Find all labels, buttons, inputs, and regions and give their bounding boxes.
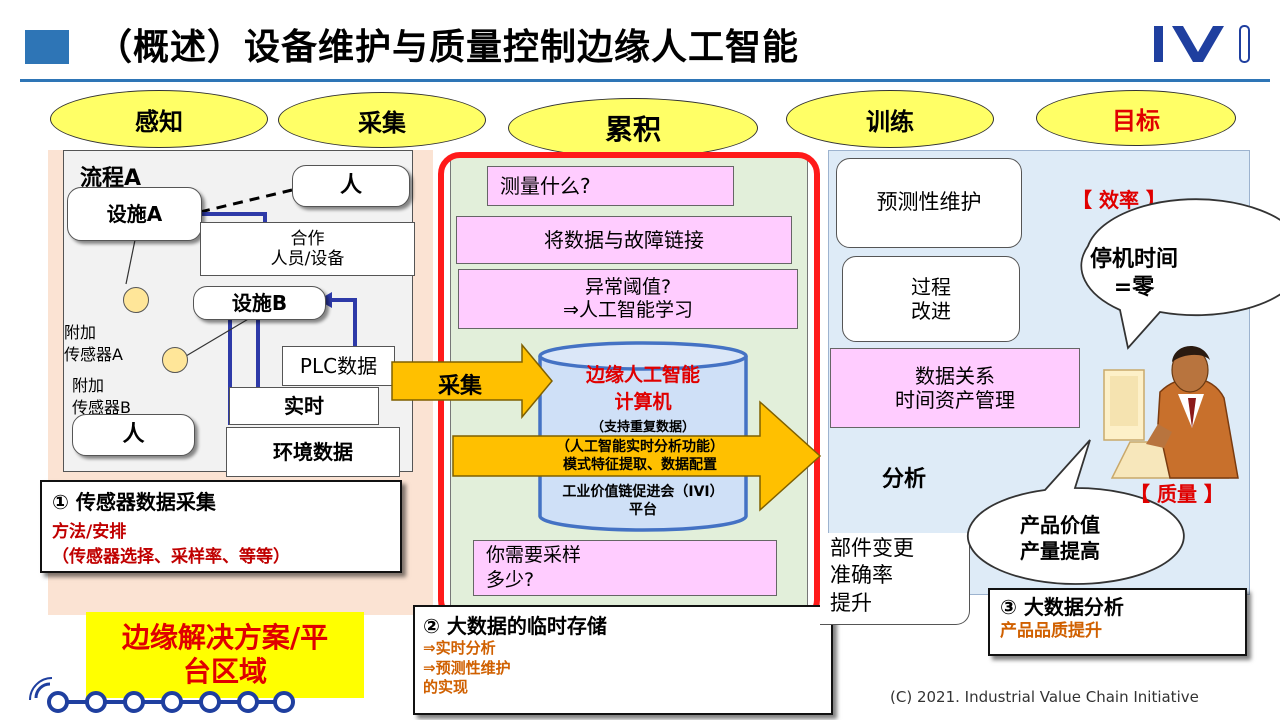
edge-platform-box: 边缘解决方案/平 台区域 bbox=[86, 612, 364, 698]
parts-line2: 准确率 bbox=[830, 563, 893, 588]
cooperation-line1: 合作 bbox=[290, 228, 325, 249]
edge-platform-line2: 台区域 bbox=[182, 655, 267, 688]
product-line1: 产品价值 bbox=[1020, 513, 1100, 537]
sensor-collection-line2: （传感器选择、采样率、等等） bbox=[52, 547, 290, 567]
stage-sense: 感知 bbox=[50, 90, 268, 148]
sensor-a-dot bbox=[123, 287, 149, 313]
temp-storage-line1: ⇒实时分析 bbox=[423, 639, 496, 657]
downtime-line1: 停机时间 bbox=[1089, 247, 1178, 272]
data-relation-box: 数据关系 时间资产管理 bbox=[830, 348, 1080, 428]
page-title: （概述）设备维护与质量控制边缘人工智能 bbox=[96, 27, 800, 68]
analysis-arrow-label: 分析 bbox=[882, 467, 927, 492]
stage-collect: 采集 bbox=[278, 92, 486, 148]
sample-line2: 多少? bbox=[486, 568, 535, 591]
product-value-text: 产品价值 产量提高 bbox=[1000, 512, 1120, 564]
data-relation-line1: 数据关系 bbox=[915, 364, 995, 388]
threshold-box: 异常阈值? ⇒人工智能学习 bbox=[458, 269, 798, 329]
sample-line1: 你需要采样 bbox=[486, 544, 582, 566]
person-bottom-box: 人 bbox=[72, 414, 195, 456]
sensor-collection-line1: 方法/安排 bbox=[52, 522, 127, 542]
collect-arrow bbox=[391, 342, 553, 420]
temp-storage-line3: 的实现 bbox=[423, 678, 469, 696]
big-data-analysis-box: ③ 大数据分析 产品品质提升 bbox=[988, 588, 1247, 656]
big-data-analysis-title: ③ 大数据分析 bbox=[1000, 595, 1124, 619]
downtime-line2: =零 bbox=[1113, 274, 1155, 300]
process-a-label: 流程A bbox=[80, 166, 142, 191]
temp-storage-title: ② 大数据的临时存储 bbox=[423, 614, 607, 638]
collect-arrow-label: 采集 bbox=[438, 374, 483, 399]
parts-line3: 提升 bbox=[830, 590, 872, 615]
stage-train: 训练 bbox=[786, 90, 994, 148]
downtime-text: 停机时间 =零 bbox=[1060, 246, 1208, 301]
analysis-feature-line1: （人工智能实时分析功能） bbox=[556, 439, 724, 455]
sensor-collection-title: ① 传感器数据采集 bbox=[52, 490, 216, 514]
measure-question-box: 测量什么? bbox=[487, 166, 734, 206]
link-data-box: 将数据与故障链接 bbox=[456, 216, 792, 264]
cooperation-box: 合作 人员/设备 bbox=[200, 222, 415, 276]
sensor-a-line2: 传感器A bbox=[64, 344, 123, 364]
process-improvement-line1: 过程 bbox=[911, 275, 951, 299]
process-improvement-line2: 改进 bbox=[911, 299, 951, 323]
sensor-a-line1: 附加 bbox=[64, 323, 97, 342]
big-analysis-arrow bbox=[452, 400, 822, 512]
person-top-box: 人 bbox=[292, 165, 410, 207]
sensor-collection-box: ① 传感器数据采集 方法/安排 （传感器选择、采样率、等等） bbox=[40, 480, 402, 573]
computer-line1: 边缘人工智能 bbox=[585, 364, 700, 386]
process-improvement-box: 过程 改进 bbox=[842, 256, 1020, 342]
product-bubble bbox=[966, 439, 1185, 585]
copyright-text: (C) 2021. Industrial Value Chain Initiat… bbox=[890, 688, 1199, 706]
temp-storage-line2: ⇒预测性维护 bbox=[423, 658, 511, 677]
computer-label: 边缘人工智能 计算机 （支持重复数据） bbox=[545, 360, 741, 435]
realtime-box: 实时 bbox=[229, 387, 379, 425]
computer-note: （支持重复数据） bbox=[590, 420, 695, 435]
header-divider bbox=[20, 79, 1270, 82]
sensor-b-line2: 传感器B bbox=[72, 397, 131, 417]
sensor-b-dot bbox=[162, 347, 188, 373]
parts-change-box: 部件变更 准确率 提升 bbox=[820, 533, 970, 625]
computer-line2: 计算机 bbox=[614, 391, 672, 413]
chain-decoration bbox=[28, 676, 298, 716]
sensor-b-label: 附加 传感器B bbox=[72, 375, 131, 418]
facility-b-box: 设施B bbox=[193, 286, 326, 320]
worker-figure-icon bbox=[1103, 345, 1239, 479]
predictive-maintenance-box: 预测性维护 bbox=[836, 158, 1022, 248]
quality-label: 【 质量 】 bbox=[1130, 482, 1224, 506]
analysis-feature-label: （人工智能实时分析功能） 模式特征提取、数据配置 bbox=[500, 438, 780, 474]
threshold-line2: ⇒人工智能学习 bbox=[563, 299, 693, 321]
threshold-line1: 异常阈值? bbox=[584, 276, 672, 299]
product-line2: 产量提高 bbox=[1020, 539, 1100, 563]
cooperation-line2: 人员/设备 bbox=[270, 249, 345, 269]
sample-question-box: 你需要采样 多少? bbox=[473, 540, 777, 596]
stage-goal: 目标 bbox=[1036, 90, 1236, 146]
title-square bbox=[25, 30, 69, 64]
downtime-bubble bbox=[1080, 198, 1280, 350]
parts-line1: 部件变更 bbox=[830, 536, 914, 560]
facility-a-box: 设施A bbox=[67, 187, 202, 241]
plc-data-box: PLC数据 bbox=[282, 346, 395, 386]
temp-storage-box: ② 大数据的临时存储 ⇒实时分析 ⇒预测性维护 的实现 bbox=[413, 605, 833, 715]
big-data-analysis-line1: 产品品质提升 bbox=[1000, 621, 1102, 641]
analysis-feature-line2: 模式特征提取、数据配置 bbox=[563, 457, 717, 474]
platform-line1: 工业价值链促进会（IVI） bbox=[562, 484, 724, 500]
edge-platform-line1: 边缘解决方案/平 bbox=[121, 621, 329, 655]
sensor-a-label: 附加 传感器A bbox=[64, 322, 123, 365]
env-data-box: 环境数据 bbox=[226, 427, 400, 477]
platform-label: 工业价值链促进会（IVI） 平台 bbox=[545, 483, 741, 519]
ivi-logo bbox=[1150, 22, 1260, 66]
platform-line2: 平台 bbox=[629, 502, 657, 519]
data-relation-line2: 时间资产管理 bbox=[895, 388, 1015, 412]
sensor-b-line1: 附加 bbox=[72, 376, 105, 395]
